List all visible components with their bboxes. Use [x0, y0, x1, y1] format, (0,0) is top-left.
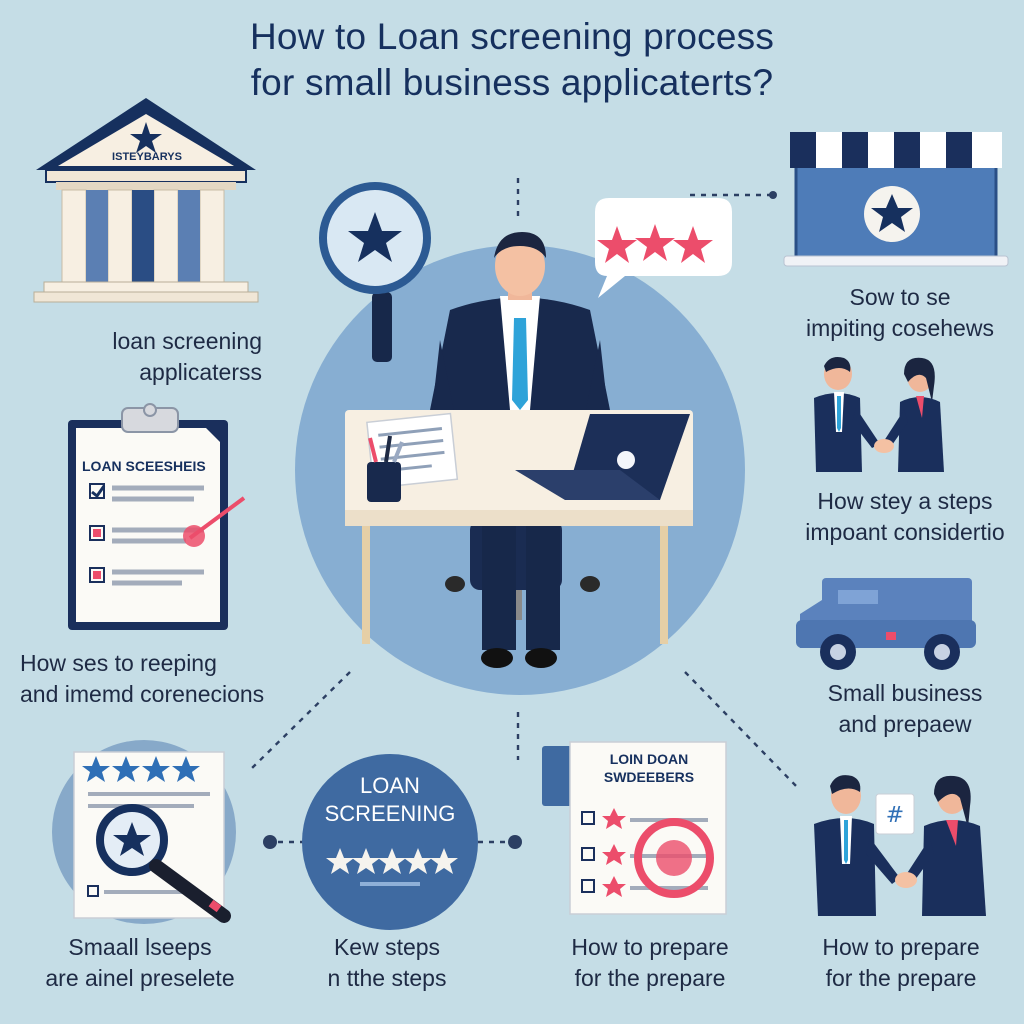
caption-line: and prepaew [838, 711, 972, 737]
title-line-1: How to Loan screening process [249, 16, 775, 57]
caption-line: How to prepare [571, 934, 729, 960]
connector-lines [249, 178, 801, 844]
storefront-icon [783, 132, 1009, 267]
caption-truck: Small business and prepaew [770, 678, 1024, 740]
title-line-2: for small business applicaterts? [250, 62, 774, 103]
clipboard-checklist-icon [68, 403, 246, 630]
clipboard-heading: LOAN SCEESHEIS [82, 458, 206, 474]
caption-line: Small business [827, 680, 983, 706]
magnifier-star-icon [319, 182, 431, 362]
caption-line: impoant considertio [805, 519, 1005, 545]
badge-line-1: LOAN [360, 773, 420, 798]
caption-line: for the prepare [825, 965, 977, 991]
document-magnifier-icon [52, 740, 236, 924]
caption-line: n tthe steps [327, 965, 447, 991]
caption-line: Kew steps [333, 934, 441, 960]
businessman-at-desk-icon [345, 232, 693, 668]
handshake-icon: # [814, 775, 986, 916]
bank-sign: ISTEYBARYS [112, 151, 182, 163]
caption-storefront: Sow to se impiting cosehews [770, 282, 1024, 344]
bank-icon [33, 98, 259, 303]
caption-handshake: How stey a steps impoant considertio [770, 486, 1024, 548]
caption-bottom-3: How to prepare for the prepare [530, 932, 770, 994]
caption-line: How stey a steps [817, 488, 993, 514]
loan-screening-badge-icon [302, 754, 478, 930]
caption-line: impiting cosehews [806, 315, 994, 341]
caption-bank: loan screening applicaterss [40, 326, 262, 388]
caption-line: applicaterss [139, 359, 262, 385]
caption-line: Smaall lseeps [68, 934, 212, 960]
caption-line: loan screening [112, 328, 262, 354]
caption-bottom-1: Smaall lseeps are ainel preselete [20, 932, 260, 994]
caption-line: are ainel preselete [45, 965, 235, 991]
document-heading-line-2: SWDEEBERS [603, 769, 695, 785]
page-title: How to Loan screening process for small … [0, 14, 1024, 106]
badge-line-2: SCREENING [324, 801, 456, 826]
caption-line: Sow to se [849, 284, 951, 310]
delivery-truck-icon [796, 578, 976, 670]
caption-line: How to prepare [822, 934, 980, 960]
document-checklist-icon [542, 741, 727, 915]
badge-label: LOAN SCREENING [300, 772, 480, 828]
caption-line: How ses to reeping [20, 650, 217, 676]
caption-line: and imemd corenecions [20, 681, 265, 707]
caption-bottom-4: How to prepare for the prepare [786, 932, 1016, 994]
speech-bubble-stars-icon [595, 198, 732, 298]
caption-line: for the prepare [574, 965, 726, 991]
document-heading-line-1: LOIN DOAN [609, 751, 689, 767]
caption-bottom-2: Kew steps n tthe steps [292, 932, 482, 994]
svg-text:#: # [886, 803, 904, 828]
handshake-icon [814, 357, 944, 472]
caption-clipboard: How ses to reeping and imemd corenecions [20, 648, 320, 710]
document-heading: LOIN DOAN SWDEEBERS [584, 750, 714, 786]
